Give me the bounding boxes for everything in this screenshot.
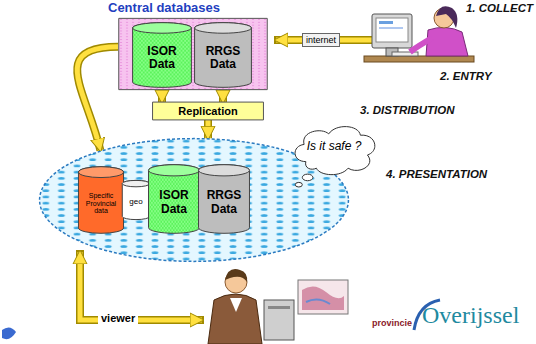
node-text: Is it safe ? <box>307 140 362 153</box>
node-text: ISOR Data <box>150 189 198 215</box>
viewer-arrow <box>80 252 202 320</box>
man-at-computer <box>208 269 348 344</box>
node-text: RRGS Data <box>196 45 249 71</box>
logo-text: Overijssel <box>422 302 519 329</box>
node-text: RRGS Data <box>200 189 248 215</box>
woman-at-computer <box>364 6 474 62</box>
connector-outline <box>77 47 118 151</box>
flow-arrow <box>206 120 211 138</box>
viewer-label: viewer <box>98 312 138 324</box>
step-label: 4. PRESENTATION <box>386 168 487 180</box>
step-label: 2. ENTRY <box>440 70 492 82</box>
internet-tag: internet <box>302 33 340 47</box>
node-text: geo <box>129 198 142 207</box>
process-box: Replication <box>152 102 264 120</box>
corner-logo <box>2 327 16 339</box>
step-label: 1. COLLECT <box>466 2 533 14</box>
database-cylinder: Specific Provincial data <box>78 166 124 234</box>
group-heading: Central databases <box>108 1 278 15</box>
connector-outline <box>204 120 212 138</box>
database-cylinder: geo <box>122 180 150 220</box>
database-cylinder: ISOR Data <box>148 164 200 234</box>
step-label: 3. DISTRIBUTION <box>360 104 455 116</box>
thought-cloud-outline <box>290 122 378 188</box>
thought-cloud: Is it safe ? <box>290 122 378 188</box>
node-text: Replication <box>178 105 237 117</box>
database-cylinder: RRGS Data <box>198 164 250 234</box>
database-group-box: Central databasesISOR DataRRGS Data <box>118 18 268 90</box>
logo-text: provincie <box>372 318 412 328</box>
database-cylinder: ISOR Data <box>132 22 192 88</box>
database-cylinder: RRGS Data <box>194 22 252 88</box>
node-text: ISOR Data <box>134 45 189 71</box>
node-text: Specific Provincial data <box>80 192 122 215</box>
flow-arrow <box>77 47 118 151</box>
